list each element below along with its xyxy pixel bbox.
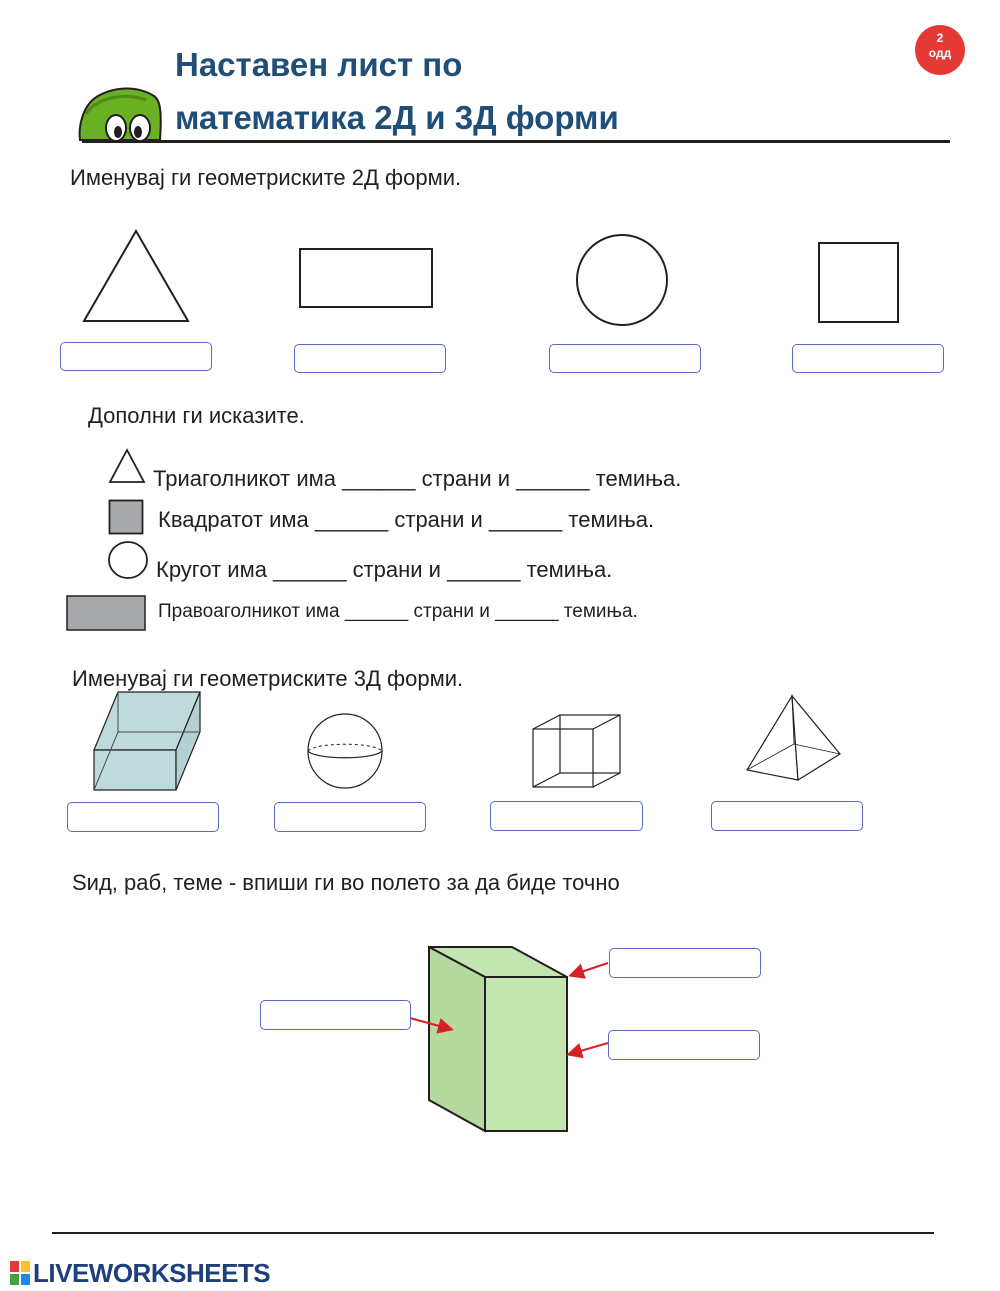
- footer-divider: [52, 1232, 934, 1234]
- small-circle-icon: [108, 541, 148, 579]
- answer-box-part-bottom-right[interactable]: [608, 1030, 760, 1060]
- answer-box-circle[interactable]: [549, 344, 701, 373]
- brand-name: LIVEWORKSHEETS: [33, 1257, 271, 1288]
- page-title-line-2: математика 2Д и 3Д форми: [175, 99, 619, 136]
- cube-icon: [532, 714, 621, 788]
- circle-icon: [576, 234, 668, 326]
- statement-rectangle: Правоаголникот има ______ страни и _____…: [158, 601, 638, 622]
- answer-box-sphere[interactable]: [274, 802, 426, 832]
- small-triangle-icon: [108, 448, 146, 483]
- statement-triangle: Триаголникот има ______ страни и ______ …: [153, 466, 682, 491]
- answer-box-cube[interactable]: [490, 801, 643, 831]
- small-square-icon: [108, 499, 144, 535]
- mascot-icon: [78, 87, 162, 142]
- grade-badge: 2 одд: [915, 25, 965, 75]
- instruction-2d-shapes: Именувај ги геометриските 2Д форми.: [70, 165, 462, 190]
- answer-box-rectangle[interactable]: [294, 344, 446, 373]
- answer-box-triangle[interactable]: [60, 342, 212, 371]
- rectangular-prism-icon: [93, 691, 201, 791]
- grade-badge-number: 2: [936, 31, 944, 45]
- liveworksheets-logo-icon: [10, 1261, 30, 1285]
- small-rectangle-icon: [66, 595, 146, 631]
- instruction-3d-shapes: Именувај ги геометриските 3Д форми.: [72, 666, 464, 691]
- rectangle-icon: [299, 248, 433, 308]
- statement-circle: Кругот има ______ страни и ______ темиња…: [156, 557, 613, 582]
- grade-badge-label: одд: [928, 46, 952, 60]
- answer-box-pyramid[interactable]: [711, 801, 863, 831]
- brand-logo: LIVEWORKSHEETS: [10, 1257, 271, 1288]
- sphere-icon: [307, 713, 383, 789]
- instruction-parts: Ѕид, раб, теме - впиши ги во полето за д…: [72, 870, 620, 895]
- answer-box-rectangular-prism[interactable]: [67, 802, 219, 832]
- instruction-complete-statements: Дополни ги исказите.: [88, 403, 305, 428]
- triangle-icon: [82, 229, 190, 322]
- box-3d-icon: [428, 945, 568, 1133]
- header-divider: [82, 140, 950, 143]
- answer-box-part-left[interactable]: [260, 1000, 411, 1030]
- page-title-line-1: Наставен лист по: [175, 46, 463, 83]
- pyramid-icon: [746, 694, 841, 782]
- answer-box-part-top-right[interactable]: [609, 948, 761, 978]
- square-icon: [818, 242, 899, 323]
- statement-square: Квадратот има ______ страни и ______ тем…: [158, 507, 655, 532]
- answer-box-square[interactable]: [792, 344, 944, 373]
